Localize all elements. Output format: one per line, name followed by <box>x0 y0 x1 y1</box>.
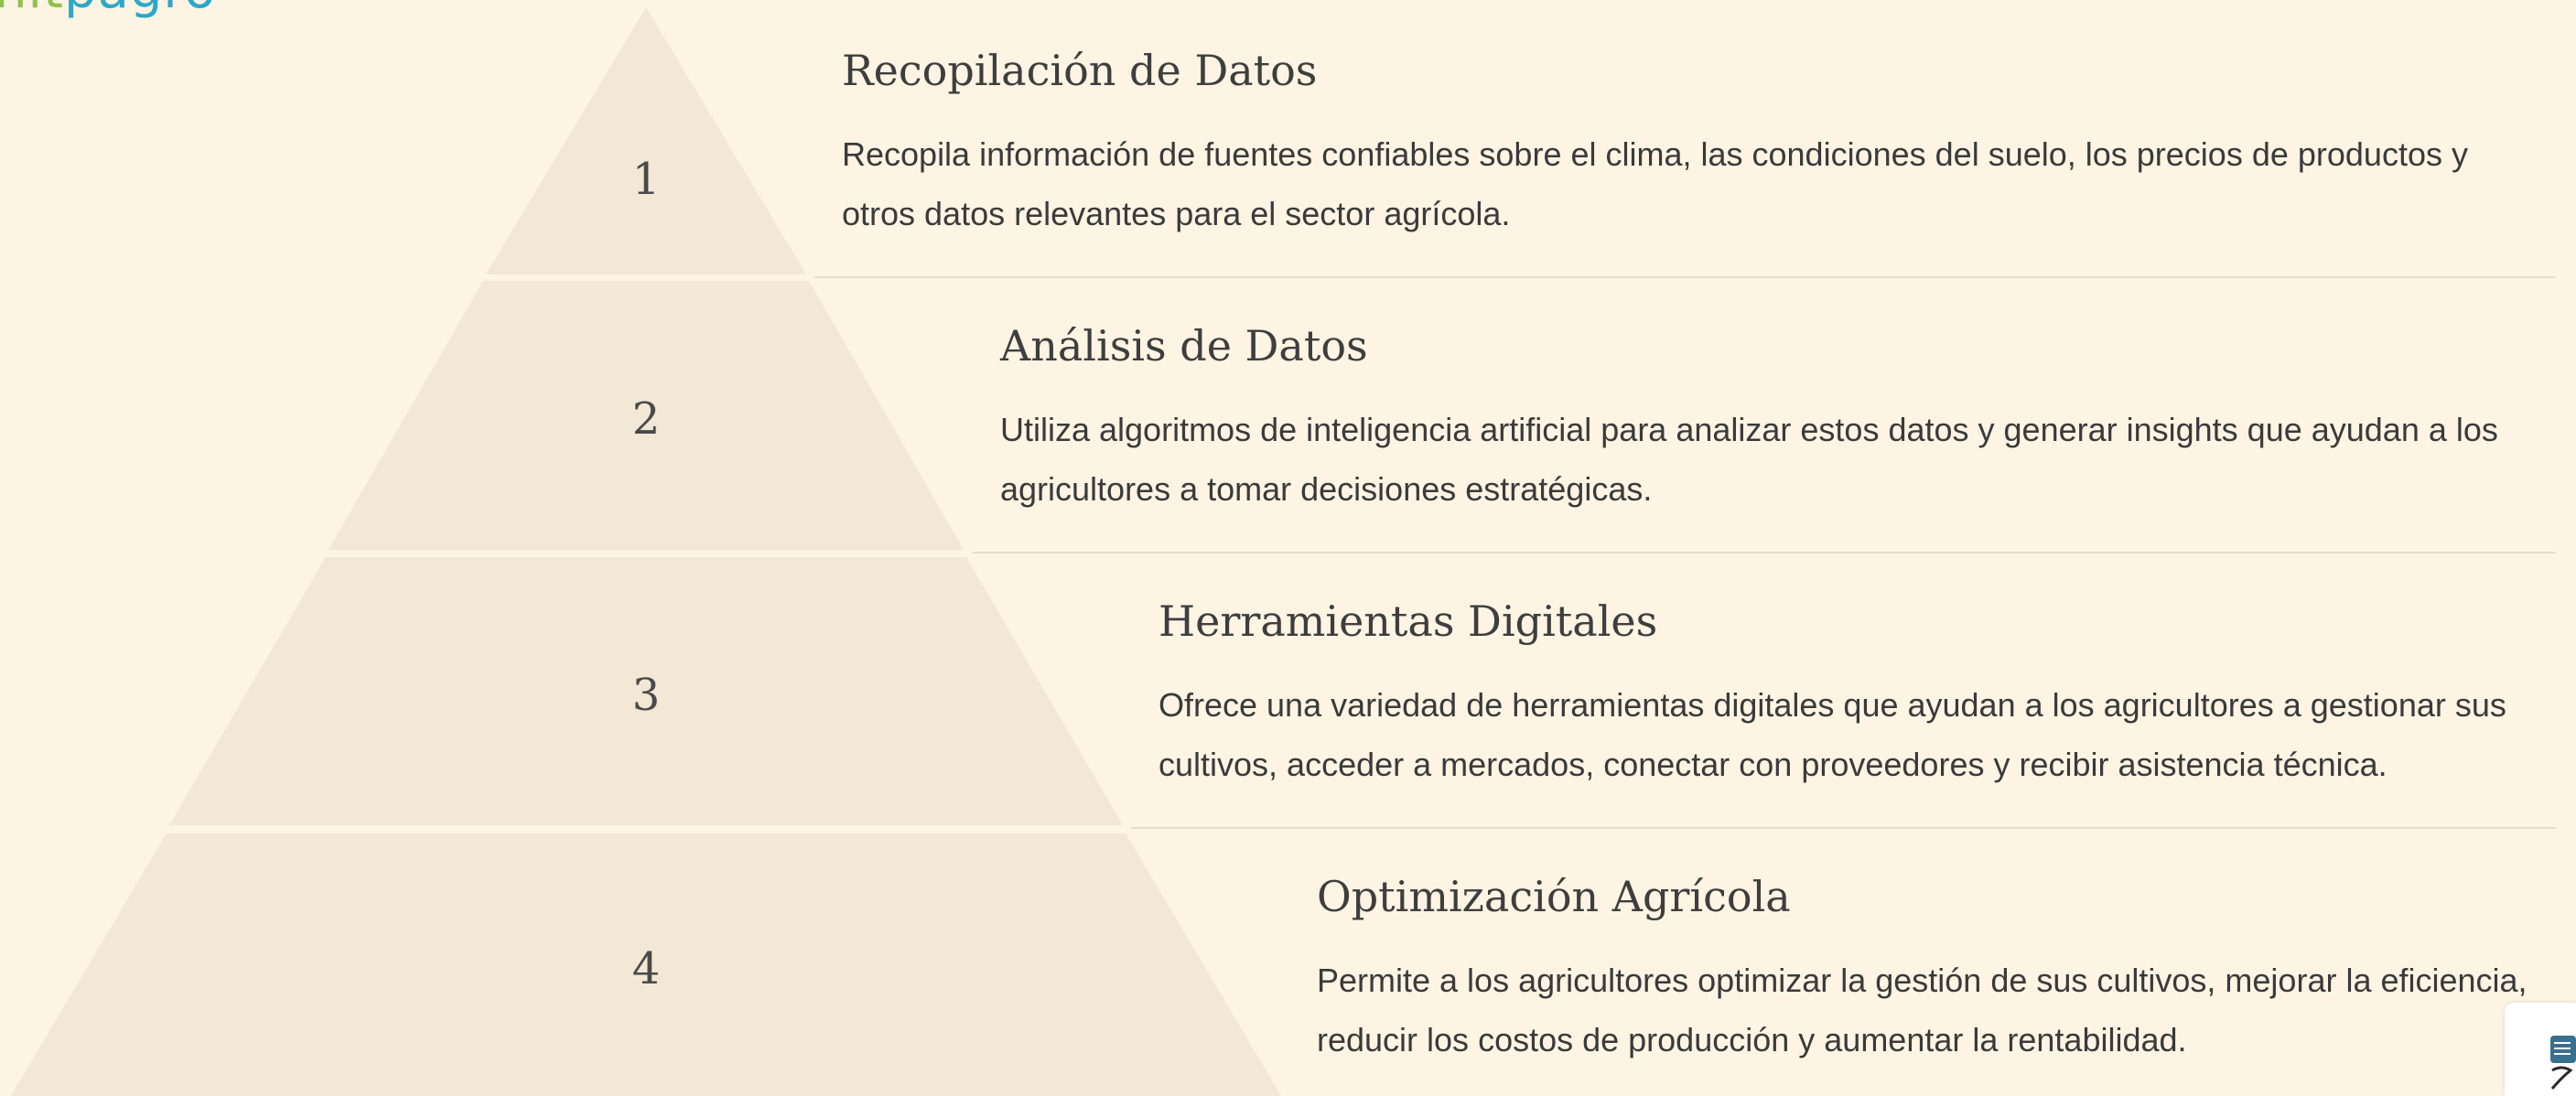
pyramid-diagram <box>11 7 1281 1096</box>
step-title-2: Análisis de Datos <box>1000 321 1368 371</box>
step-title-4: Optimización Agrícola <box>1317 872 1791 921</box>
step-number-2: 2 <box>631 393 661 445</box>
site-badge[interactable] <box>2505 1003 2576 1096</box>
step-description-1: Recopila información de fuentes confiabl… <box>842 135 2468 232</box>
nitpagro-logo: nitpagro <box>0 0 216 16</box>
step-description-2: Utiliza algoritmos de inteligencia artif… <box>1000 411 2498 508</box>
step-divider-1 <box>814 276 2556 278</box>
step-number-4: 4 <box>631 943 661 994</box>
step-description-4: Permite a los agricultores optimizar la … <box>1317 962 2527 1058</box>
pyramid-tier-1 <box>486 7 806 274</box>
step-number-3: 3 <box>631 670 661 721</box>
step-title-1: Recopilación de Datos <box>842 46 1318 95</box>
step-number-1: 1 <box>631 154 661 205</box>
pyramid-tier-2 <box>329 281 964 550</box>
step-divider-2 <box>973 552 2556 553</box>
step-divider-3 <box>1131 827 2556 829</box>
step-description-3: Ofrece una variedad de herramientas digi… <box>1159 686 2506 783</box>
badge-icon <box>2550 1036 2576 1090</box>
pyramid-tier-3 <box>169 557 1123 825</box>
step-title-3: Herramientas Digitales <box>1159 596 1658 646</box>
pyramid-tier-4 <box>11 833 1281 1096</box>
